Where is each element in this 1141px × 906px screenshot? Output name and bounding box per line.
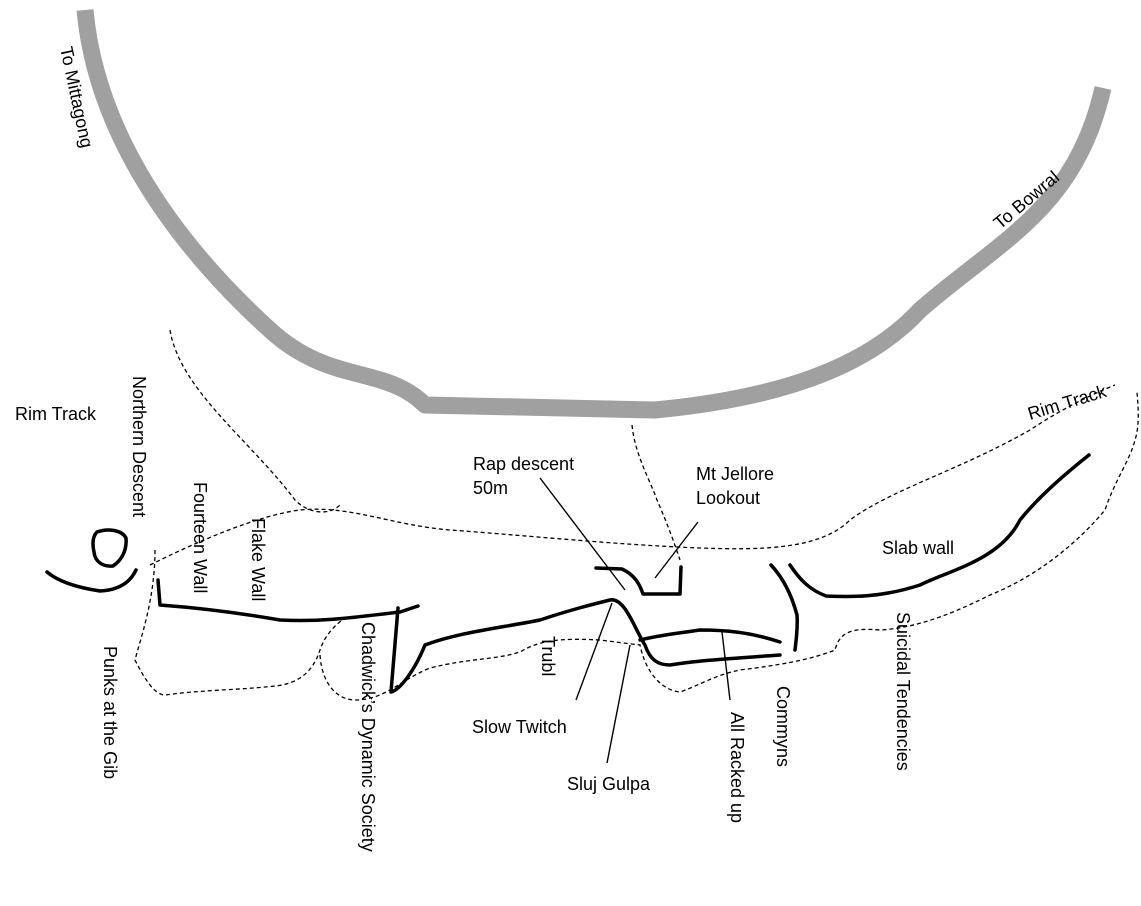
slow-twitch-leader xyxy=(575,602,613,701)
all-racked-up-leader xyxy=(721,631,731,701)
rap-descent-leader xyxy=(539,477,626,591)
rap-descent-line2: 50m xyxy=(473,478,508,498)
sluj-gulpa-leader xyxy=(606,644,631,764)
cliff-lines xyxy=(45,453,1091,694)
label-all-racked-up: All Racked up xyxy=(727,712,747,823)
road xyxy=(76,9,1112,419)
label-slab-wall: Slab wall xyxy=(882,538,954,558)
label-slow-twitch: Slow Twitch xyxy=(472,717,567,737)
cliff-lookout xyxy=(594,565,683,596)
cliff-slab-wall xyxy=(788,453,1091,599)
cliff-gully xyxy=(389,598,782,694)
track-nw-branch xyxy=(169,329,341,513)
cliff-main-west xyxy=(156,578,420,623)
northern-descent-track xyxy=(134,549,346,696)
mt-jellore-leader xyxy=(654,521,699,579)
label-commyns: Commyns xyxy=(773,686,793,767)
label-flake-wall: Flake Wall xyxy=(248,518,268,601)
lookout-track xyxy=(631,424,681,561)
rim-track xyxy=(149,384,1116,566)
label-trubl: Trubl xyxy=(538,636,558,676)
label-northern-descent: Northern Descent xyxy=(129,376,149,517)
label-mt-jellore-lookout: Mt Jellore Lookout xyxy=(696,464,779,508)
label-sluj-gulpa: Sluj Gulpa xyxy=(567,774,651,794)
label-punks-at-the-gib: Punks at the Gib xyxy=(100,646,120,779)
leader-lines xyxy=(539,477,731,764)
label-rim-track-left: Rim Track xyxy=(15,404,97,424)
mt-jellore-line2: Lookout xyxy=(696,488,760,508)
mt-jellore-line1: Mt Jellore xyxy=(696,464,774,484)
label-suicidal-tendencies: Suicidal Tendencies xyxy=(893,612,913,771)
boulder xyxy=(91,528,128,568)
cliff-inner-ledge xyxy=(638,628,782,644)
label-fourteen-wall: Fourteen Wall xyxy=(190,482,210,593)
label-chadwicks-dynamic-society: Chadwick’s Dynamic Society xyxy=(358,622,378,852)
label-rim-track-right: Rim Track xyxy=(1025,381,1109,424)
cliff-far-west xyxy=(45,568,138,593)
rap-descent-line1: Rap descent xyxy=(473,454,574,474)
map-labels: To Mittagong To Bowral Rim Track Rim Tra… xyxy=(15,45,1110,852)
walking-tracks xyxy=(134,329,1139,701)
label-rap-descent: Rap descent 50m xyxy=(473,454,579,498)
cliff-east-bay xyxy=(769,563,799,652)
